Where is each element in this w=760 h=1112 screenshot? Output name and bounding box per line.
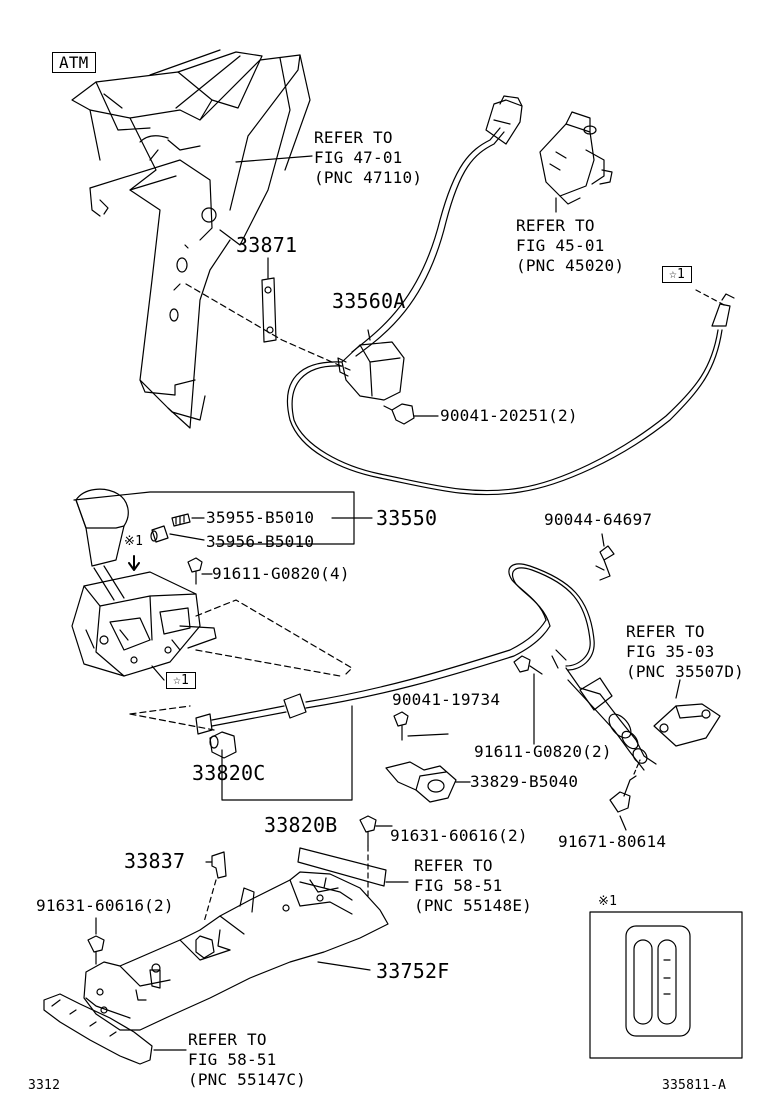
leader-35956 — [169, 533, 205, 541]
leader-33837-dashed — [203, 879, 217, 923]
part-label-90041-19734: 90041-19734 — [392, 690, 501, 709]
part-label-33752f: 33752F — [376, 959, 450, 983]
ref-fig35-line1: REFER TO — [626, 622, 705, 641]
screw-91611-4 — [187, 557, 203, 585]
leader-33560a — [367, 329, 371, 341]
ref-fig47-line3: (PNC 47110) — [314, 168, 423, 187]
part-label-33550: 33550 — [376, 506, 438, 530]
arrow-note1 — [128, 555, 140, 571]
part-label-33820c: 33820C — [192, 761, 266, 785]
atm-tag: ATM — [52, 52, 96, 73]
part-33560a-harness — [286, 95, 735, 496]
part-label-35956: 35956-B5010 — [206, 532, 315, 551]
leader-fig35 — [675, 679, 681, 699]
note1-marker-lever: ※1 — [124, 534, 144, 549]
ref-fig35-line3: (PNC 35507D) — [626, 662, 744, 681]
ref-fig58c-line2: FIG 58-51 — [188, 1050, 277, 1069]
leader-33752f — [317, 961, 371, 971]
leader-dashed-33871 — [185, 283, 351, 371]
star1-marker-bottom: ☆1 — [166, 672, 197, 689]
leader-33820b-bracket — [221, 705, 353, 801]
trim-fig58e — [297, 847, 387, 887]
bracket-33837 — [211, 851, 227, 879]
ref-fig58e-line3: (PNC 55148E) — [414, 896, 532, 915]
bracket-33829-b5040 — [385, 761, 457, 803]
ref-fig58e-line2: FIG 58-51 — [414, 876, 503, 895]
leader-91671 — [619, 815, 627, 831]
ref-fig45-line2: FIG 45-01 — [516, 236, 605, 255]
part-label-33871: 33871 — [236, 233, 298, 257]
ref-fig47-line2: FIG 47-01 — [314, 148, 403, 167]
part-label-33829: 33829-B5040 — [470, 772, 579, 791]
part-label-90041-20251: 90041-20251(2) — [440, 406, 578, 425]
sensor-fig45 — [539, 111, 613, 205]
dashed-projection — [129, 599, 353, 731]
note1-marker-inset: ※1 — [598, 894, 618, 909]
footer-left-code: 3312 — [28, 1078, 61, 1093]
part-label-33837: 33837 — [124, 849, 186, 873]
bushing-33820c — [209, 731, 237, 759]
screw-90041-20251 — [383, 403, 415, 425]
screw-91611-2 — [513, 655, 543, 675]
part-label-33820b: 33820B — [264, 813, 338, 837]
part-label-91611-2: 91611-G0820(2) — [474, 742, 612, 761]
shift-cable-33820b — [195, 563, 657, 771]
ref-fig58e-line1: REFER TO — [414, 856, 493, 875]
ref-fig35-line2: FIG 35-03 — [626, 642, 715, 661]
ref-fig45-line3: (PNC 45020) — [516, 256, 625, 275]
clip-90044-64697 — [595, 545, 615, 581]
leader-91671-dashed — [633, 759, 641, 775]
leader-star1-top — [695, 289, 727, 307]
base-plate-33752f — [83, 847, 389, 1031]
shift-lever-bracket-drawing — [71, 49, 311, 429]
part-label-90044: 90044-64697 — [544, 510, 653, 529]
bulb-35955 — [171, 513, 191, 527]
trim-fig58c — [43, 993, 153, 1065]
ref-fig47-line1: REFER TO — [314, 128, 393, 147]
part-label-91631-upper: 91631-60616(2) — [390, 826, 528, 845]
screw-91631-lower — [87, 935, 105, 965]
ref-fig58c-line1: REFER TO — [188, 1030, 267, 1049]
shift-lever-assembly — [71, 488, 217, 677]
bulb-35956 — [150, 525, 169, 543]
lever-fig35 — [653, 703, 721, 747]
leader-90044 — [601, 533, 605, 547]
part-label-91611-4: 91611-G0820(4) — [212, 564, 350, 583]
leader-33550-bracket — [73, 491, 355, 545]
footer-right-code: 335811-A — [662, 1078, 727, 1093]
part-33871-plate — [261, 277, 277, 343]
screw-90041-19734 — [393, 711, 409, 741]
part-label-33560a: 33560A — [332, 289, 406, 313]
part-label-35955: 35955-B5010 — [206, 508, 315, 527]
star1-marker-top: ☆1 — [662, 266, 693, 283]
part-label-91631-lower: 91631-60616(2) — [36, 896, 174, 915]
inset-indicator-box — [589, 911, 743, 1059]
bolt-91671-80614 — [609, 775, 637, 813]
leader-fig47 — [235, 155, 313, 163]
screw-91631-upper — [359, 815, 377, 847]
leader-90041-19734 — [407, 733, 449, 737]
ref-fig45-line1: REFER TO — [516, 216, 595, 235]
part-label-91671: 91671-80614 — [558, 832, 667, 851]
ref-fig58c-line3: (PNC 55147C) — [188, 1070, 306, 1089]
leader-star1-bottom — [151, 665, 165, 681]
